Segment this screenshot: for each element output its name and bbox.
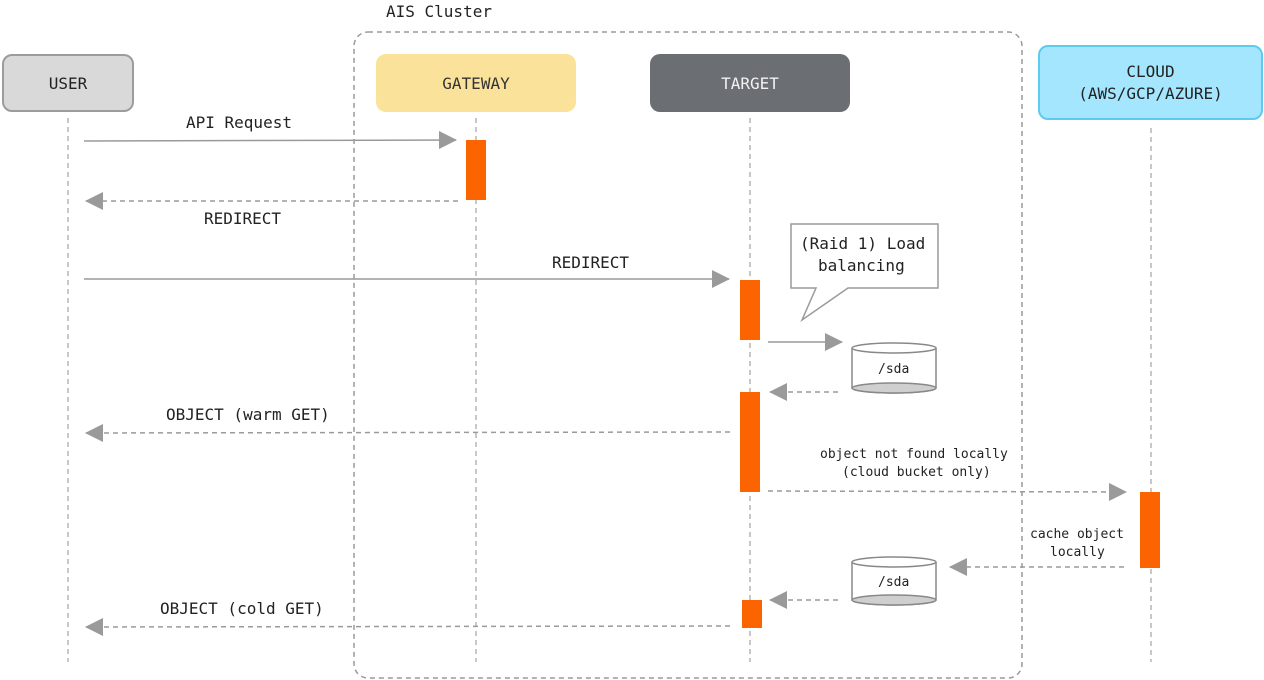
cluster-title: AIS Cluster	[386, 2, 492, 21]
object-cold-label: OBJECT (cold GET)	[160, 599, 324, 618]
target-to-cloud-arrow	[767, 482, 1127, 501]
target-label: TARGET	[721, 73, 779, 93]
target-participant: TARGET	[650, 54, 850, 112]
user-participant: USER	[2, 54, 134, 112]
note-line1: (Raid 1) Load	[800, 234, 926, 253]
disk-top-label: /sda	[878, 362, 910, 377]
gateway-activation	[466, 140, 486, 200]
disk-sda-top	[851, 342, 937, 394]
not-found-label-line2: (cloud bucket only)	[842, 465, 991, 480]
cloud-label-line1: CLOUD	[1126, 61, 1175, 81]
gateway-label: GATEWAY	[442, 73, 510, 93]
cloud-activation	[1140, 492, 1160, 568]
ais-cluster-boundary	[353, 31, 1023, 679]
cache-label-line1: cache object	[1030, 527, 1124, 542]
load-balancing-note	[790, 223, 939, 323]
target-activation-2	[740, 392, 760, 492]
api-request-label: API Request	[186, 113, 292, 132]
disk-sda-bottom	[851, 556, 937, 606]
note-line2: balancing	[818, 256, 905, 275]
user-label: USER	[48, 73, 88, 93]
cloud-participant: CLOUD (AWS/GCP/AZURE)	[1038, 45, 1263, 120]
disk-bottom-label: /sda	[878, 575, 910, 590]
target-activation-1	[740, 280, 760, 340]
not-found-label-line1: object not found locally	[820, 447, 1008, 462]
api-request-arrow	[83, 131, 457, 150]
object-cold-arrow	[85, 617, 731, 636]
redirect-to-target-label: REDIRECT	[552, 253, 630, 272]
gateway-participant: GATEWAY	[376, 54, 576, 112]
object-warm-label: OBJECT (warm GET)	[166, 405, 330, 424]
target-activation-3	[742, 600, 762, 628]
redirect-back-label: REDIRECT	[204, 209, 282, 228]
object-warm-arrow	[85, 423, 731, 442]
cache-label-line2: locally	[1050, 545, 1105, 560]
cloud-label-line2: (AWS/GCP/AZURE)	[1078, 83, 1223, 103]
